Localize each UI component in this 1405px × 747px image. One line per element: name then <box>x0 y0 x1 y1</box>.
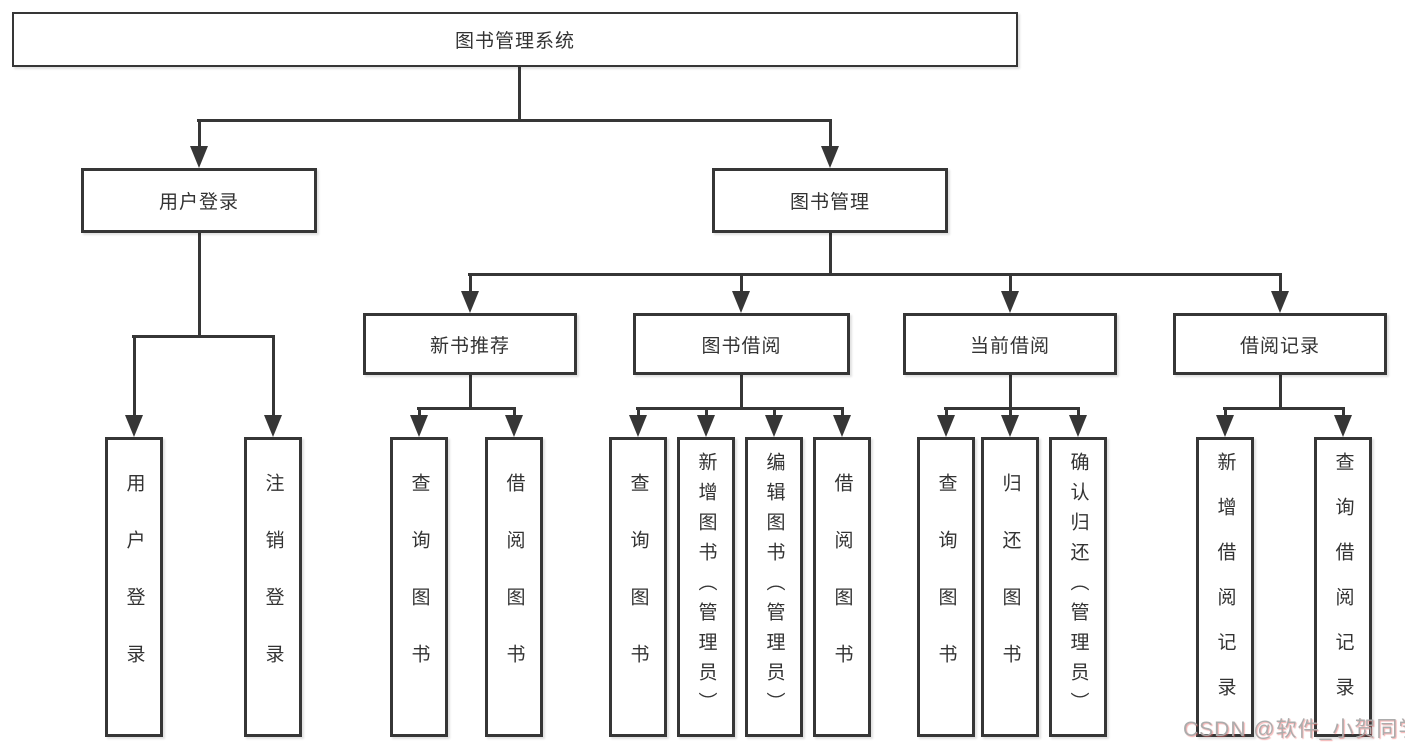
connector-branch-borrow <box>636 407 844 410</box>
leaf-label: 查询借阅记录 <box>1332 452 1354 722</box>
leaf-label: 新增图书（管理员） <box>695 452 717 722</box>
connector-drop-leaf <box>418 407 421 418</box>
connector-drop-leaf <box>841 407 844 418</box>
arrow-down-icon <box>1271 291 1289 313</box>
connector-recommend-stem <box>469 375 472 410</box>
leaf-label: 查询图书 <box>935 473 957 701</box>
connector-branch-recommend <box>417 407 516 410</box>
leaf-label: 借阅图书 <box>503 473 525 701</box>
arrow-down-icon <box>937 415 955 437</box>
arrow-down-icon <box>765 415 783 437</box>
node-book-borrowing: 图书借阅 <box>633 313 850 375</box>
connector-current-stem <box>1009 375 1012 410</box>
arrow-down-icon <box>697 415 715 437</box>
leaf-label: 编辑图书（管理员） <box>763 452 785 722</box>
connector-branch-records <box>1223 407 1345 410</box>
connector-drop-leaf <box>1342 407 1345 418</box>
arrow-down-icon <box>190 146 208 168</box>
connector-drop-leaf <box>133 335 136 418</box>
node-current-borrowing: 当前借阅 <box>903 313 1117 375</box>
arrow-down-icon <box>732 291 750 313</box>
leaf-label: 归还图书 <box>999 473 1021 701</box>
connector-borrow-stem <box>740 375 743 410</box>
connector-branch-level3 <box>468 273 1282 276</box>
arrow-down-icon <box>629 415 647 437</box>
leaf-add-borrow-record: 新增借阅记录 <box>1196 437 1254 737</box>
arrow-down-icon <box>1334 415 1352 437</box>
connector-drop-leaf <box>272 335 275 418</box>
leaf-edit-books-admin: 编辑图书（管理员） <box>745 437 803 737</box>
node-label: 新书推荐 <box>429 335 510 357</box>
arrow-down-icon <box>410 415 428 437</box>
csdn-watermark: CSDN @软件_小贺同学 <box>1183 718 1405 741</box>
arrow-down-icon <box>1069 415 1087 437</box>
leaf-confirm-return-admin: 确认归还（管理员） <box>1049 437 1107 737</box>
arrow-down-icon <box>264 415 282 437</box>
arrow-down-icon <box>1216 415 1234 437</box>
leaf-query-books-recommend: 查询图书 <box>390 437 448 737</box>
connector-branch-current <box>944 407 1080 410</box>
node-root-system: 图书管理系统 <box>12 12 1018 67</box>
node-user-login: 用户登录 <box>81 168 317 233</box>
arrow-down-icon <box>821 146 839 168</box>
connector-drop-user-login <box>198 119 201 150</box>
leaf-query-books-borrow: 查询图书 <box>609 437 667 737</box>
arrow-down-icon <box>1001 415 1019 437</box>
connector-drop-level3 <box>1279 273 1282 295</box>
leaf-label: 查询图书 <box>627 473 649 701</box>
leaf-return-books: 归还图书 <box>981 437 1039 737</box>
connector-drop-leaf <box>513 407 516 418</box>
leaf-label: 确认归还（管理员） <box>1067 452 1089 722</box>
leaf-add-books-admin: 新增图书（管理员） <box>677 437 735 737</box>
leaf-logout: 注销登录 <box>244 437 302 737</box>
connector-drop-level3 <box>469 273 472 295</box>
node-label: 图书管理系统 <box>454 31 575 52</box>
leaf-query-borrow-record: 查询借阅记录 <box>1314 437 1372 737</box>
connector-book-management-stem <box>829 233 832 276</box>
connector-drop-leaf <box>1077 407 1080 418</box>
leaf-label: 查询图书 <box>408 473 430 701</box>
connector-drop-leaf <box>637 407 640 418</box>
arrow-down-icon <box>1001 291 1019 313</box>
leaf-label: 借阅图书 <box>831 473 853 701</box>
connector-root-stem <box>518 66 521 122</box>
node-new-book-recommendation: 新书推荐 <box>363 313 577 375</box>
node-label: 借阅记录 <box>1239 335 1320 357</box>
connector-drop-leaf <box>773 407 776 418</box>
connector-drop-level3 <box>740 273 743 295</box>
connector-drop-book-management <box>829 119 832 150</box>
connector-drop-leaf <box>1224 407 1227 418</box>
connector-drop-leaf <box>705 407 708 418</box>
node-label: 图书借阅 <box>701 335 782 357</box>
connector-drop-level3 <box>1009 273 1012 295</box>
node-label: 图书管理 <box>789 192 870 213</box>
arrow-down-icon <box>505 415 523 437</box>
connector-drop-leaf <box>945 407 948 418</box>
connector-branch-level2 <box>197 119 832 122</box>
leaf-label: 用户登录 <box>123 473 145 701</box>
leaf-label: 注销登录 <box>262 473 284 701</box>
leaf-query-books-current: 查询图书 <box>917 437 975 737</box>
leaf-borrow-books: 借阅图书 <box>813 437 871 737</box>
arrow-down-icon <box>461 291 479 313</box>
connector-records-stem <box>1279 375 1282 410</box>
node-label: 当前借阅 <box>969 335 1050 357</box>
node-label: 用户登录 <box>158 192 239 213</box>
connector-drop-leaf <box>1009 407 1012 418</box>
connector-user-login-stem <box>198 233 201 338</box>
node-borrowing-records: 借阅记录 <box>1173 313 1387 375</box>
node-book-management: 图书管理 <box>712 168 948 233</box>
leaf-label: 新增借阅记录 <box>1214 452 1236 722</box>
leaf-borrow-books-recommend: 借阅图书 <box>485 437 543 737</box>
arrow-down-icon <box>125 415 143 437</box>
leaf-user-login: 用户登录 <box>105 437 163 737</box>
arrow-down-icon <box>833 415 851 437</box>
connector-branch-user-login <box>132 335 275 338</box>
